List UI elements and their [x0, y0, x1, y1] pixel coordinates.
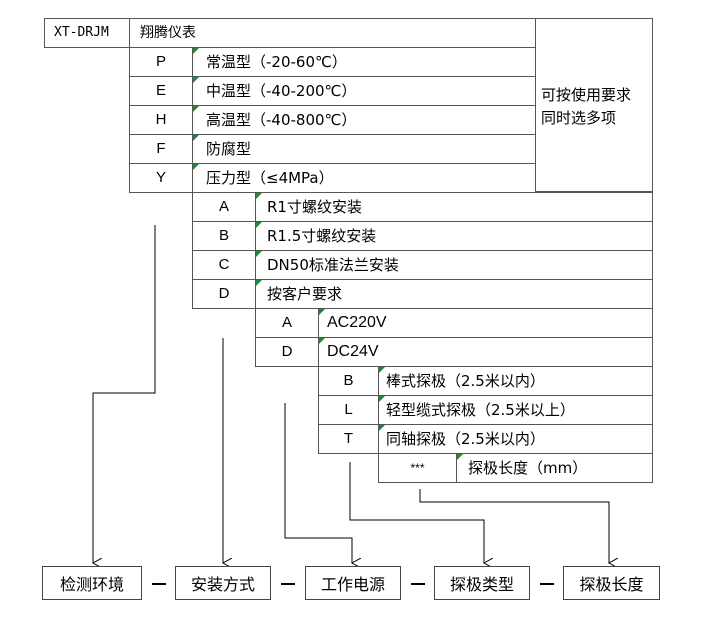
model-code: XT-DRJM — [54, 25, 109, 40]
env-desc: 防腐型 — [206, 140, 252, 158]
category-install-method: 安装方式 — [175, 566, 271, 600]
probe-desc: 棒式探极（2.5米以内） — [386, 372, 545, 390]
env-code: P — [155, 53, 166, 70]
env-desc: 高温型（-40-800℃） — [206, 111, 357, 129]
install-code: C — [218, 256, 230, 273]
brand-name: 翔腾仪表 — [140, 25, 196, 41]
install-desc: 按客户要求 — [267, 285, 343, 303]
cell-marker — [256, 222, 262, 228]
probe-code: T — [343, 430, 354, 447]
probe-desc: 轻型缆式探极（2.5米以上） — [386, 401, 575, 419]
install-code: D — [218, 285, 230, 302]
separator-dash — [152, 583, 166, 585]
category-power-supply: 工作电源 — [305, 566, 401, 600]
cell-marker — [193, 106, 199, 112]
probe-desc: 同轴探极（2.5米以内） — [386, 430, 545, 448]
cell-marker — [379, 396, 385, 402]
note-line-1: 可按使用要求 — [541, 86, 632, 104]
power-code: A — [281, 314, 292, 331]
env-code: Y — [155, 169, 166, 186]
cell-marker — [193, 48, 199, 54]
cell-marker — [193, 77, 199, 83]
power-desc: AC220V — [327, 314, 387, 331]
cell-marker — [319, 338, 325, 344]
power-code: D — [281, 343, 293, 360]
header-model-cell — [44, 18, 130, 48]
separator-dash — [540, 583, 554, 585]
power-connector — [284, 403, 352, 563]
install-desc: R1.5寸螺纹安装 — [267, 227, 377, 245]
category-detection-env: 检测环境 — [42, 566, 142, 600]
cell-marker — [193, 135, 199, 141]
install-desc: R1寸螺纹安装 — [267, 198, 362, 216]
length-desc: 探极长度（mm） — [468, 459, 588, 477]
probe-code: L — [344, 401, 353, 418]
env-code: E — [155, 82, 166, 99]
separator-dash — [411, 583, 425, 585]
probe-code: B — [343, 372, 354, 389]
category-probe-type: 探极类型 — [434, 566, 530, 600]
env-desc: 压力型（≤4MPa） — [206, 169, 334, 187]
category-probe-length: 探极长度 — [563, 566, 660, 600]
cell-marker — [457, 454, 463, 460]
env-code: F — [156, 140, 166, 157]
power-desc: DC24V — [327, 343, 379, 360]
env-desc: 常温型（-20-60℃） — [206, 53, 347, 71]
cell-marker — [379, 425, 385, 431]
length-connector — [419, 489, 609, 563]
separator-dash — [281, 583, 295, 585]
install-code: B — [218, 227, 229, 244]
install-desc: DN50标准法兰安装 — [267, 256, 399, 274]
note-cell — [535, 18, 653, 192]
length-code: *** — [410, 461, 425, 475]
cell-marker — [319, 309, 325, 315]
cell-marker — [379, 367, 385, 373]
cell-marker — [256, 251, 262, 257]
env-connector — [93, 225, 156, 563]
install-code: A — [218, 198, 229, 215]
env-code: H — [155, 111, 167, 128]
probe-connector — [349, 462, 484, 563]
cell-marker — [193, 164, 199, 170]
env-desc: 中温型（-40-200℃） — [206, 82, 357, 100]
note-line-2: 同时选多项 — [541, 109, 617, 127]
cell-marker — [256, 193, 262, 199]
cell-marker — [256, 280, 262, 286]
